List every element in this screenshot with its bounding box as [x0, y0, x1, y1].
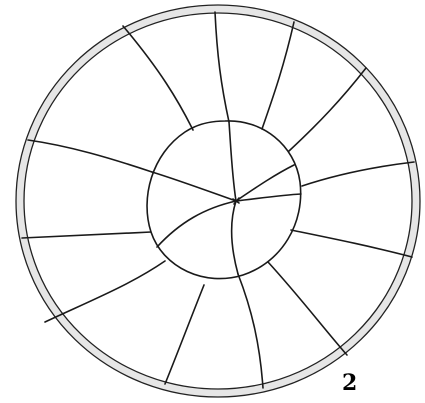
inner-spoke-left [152, 172, 236, 201]
inner-spoke-lower-left [157, 201, 236, 247]
inner-circle [147, 121, 301, 279]
outer-spoke-10 [45, 261, 165, 322]
outer-spoke-1 [123, 26, 193, 130]
outer-spoke-4 [289, 68, 366, 151]
figure-number-label: 2 [342, 372, 357, 394]
outer-spoke-6 [291, 230, 412, 257]
outer-spoke-7 [268, 262, 347, 355]
outer-spoke-5 [302, 162, 414, 186]
outer-spoke-12 [28, 140, 152, 172]
outer-rim [16, 5, 420, 397]
outer-spoke-2 [215, 12, 229, 122]
inner-spoke-top [229, 122, 236, 201]
inner-spoke-bottom [232, 201, 238, 274]
outer-spoke-9 [165, 285, 204, 384]
outer-spoke-8 [238, 274, 263, 388]
outer-spoke-3 [262, 22, 294, 129]
outer-rim-band [20, 9, 416, 393]
outer-spoke-11 [22, 232, 151, 238]
outer-rim-inner-edge [24, 13, 412, 389]
